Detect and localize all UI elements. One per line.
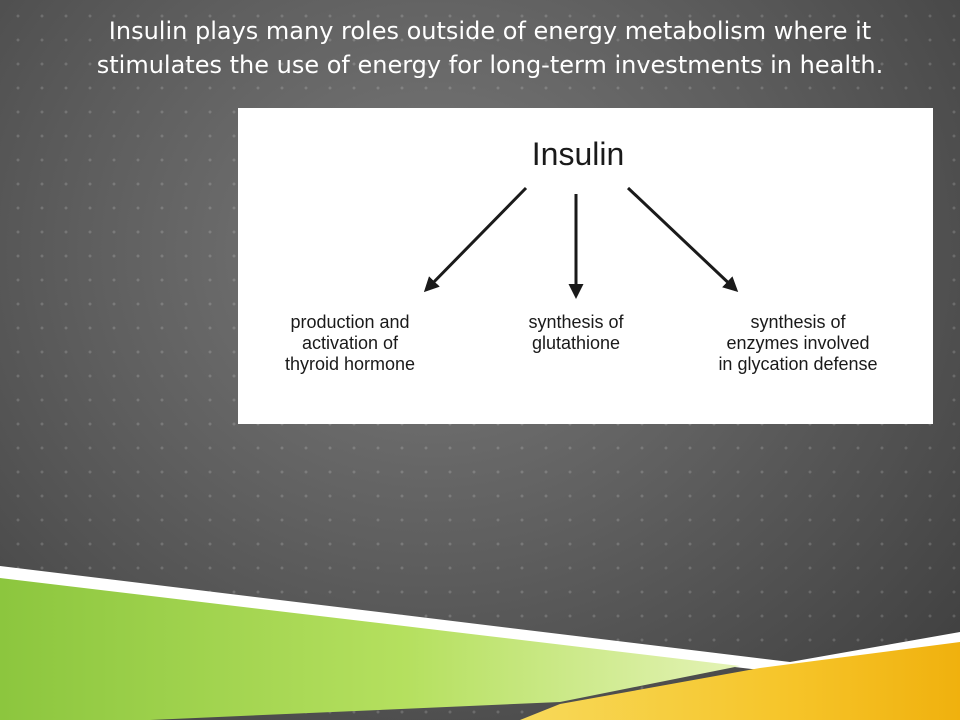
node-line: enzymes involved xyxy=(726,333,870,353)
slide-title: Insulin plays many roles outside of ener… xyxy=(60,14,920,82)
slide-title-line-2: stimulates the use of energy for long-te… xyxy=(96,51,884,79)
node-line: synthesis of xyxy=(528,312,624,332)
green-stripe xyxy=(0,578,740,720)
slide-title-line-1: Insulin plays many roles outside of ener… xyxy=(108,17,872,45)
diagram-node-glycation-defense: synthesis of enzymes involved in glycati… xyxy=(690,312,906,375)
node-line: synthesis of xyxy=(750,312,846,332)
diagram-arrows xyxy=(423,186,739,299)
node-line: activation of xyxy=(301,333,399,353)
node-line: production and xyxy=(290,312,410,332)
node-line: thyroid hormone xyxy=(284,354,416,374)
diagram-node-thyroid-hormone: production and activation of thyroid hor… xyxy=(258,312,442,375)
diagram-panel: Insulin production and activation of thy… xyxy=(238,108,933,424)
diagram-node-glutathione: synthesis of glutathione xyxy=(488,312,664,354)
node-line: glutathione xyxy=(531,333,621,353)
arrow-to-thyroid-hormone xyxy=(423,186,528,293)
yellow-stripe xyxy=(520,642,960,720)
node-line: in glycation defense xyxy=(718,354,878,374)
diagram-root-insulin: Insulin xyxy=(531,136,625,172)
arrow-to-glycation-defense xyxy=(626,186,739,293)
